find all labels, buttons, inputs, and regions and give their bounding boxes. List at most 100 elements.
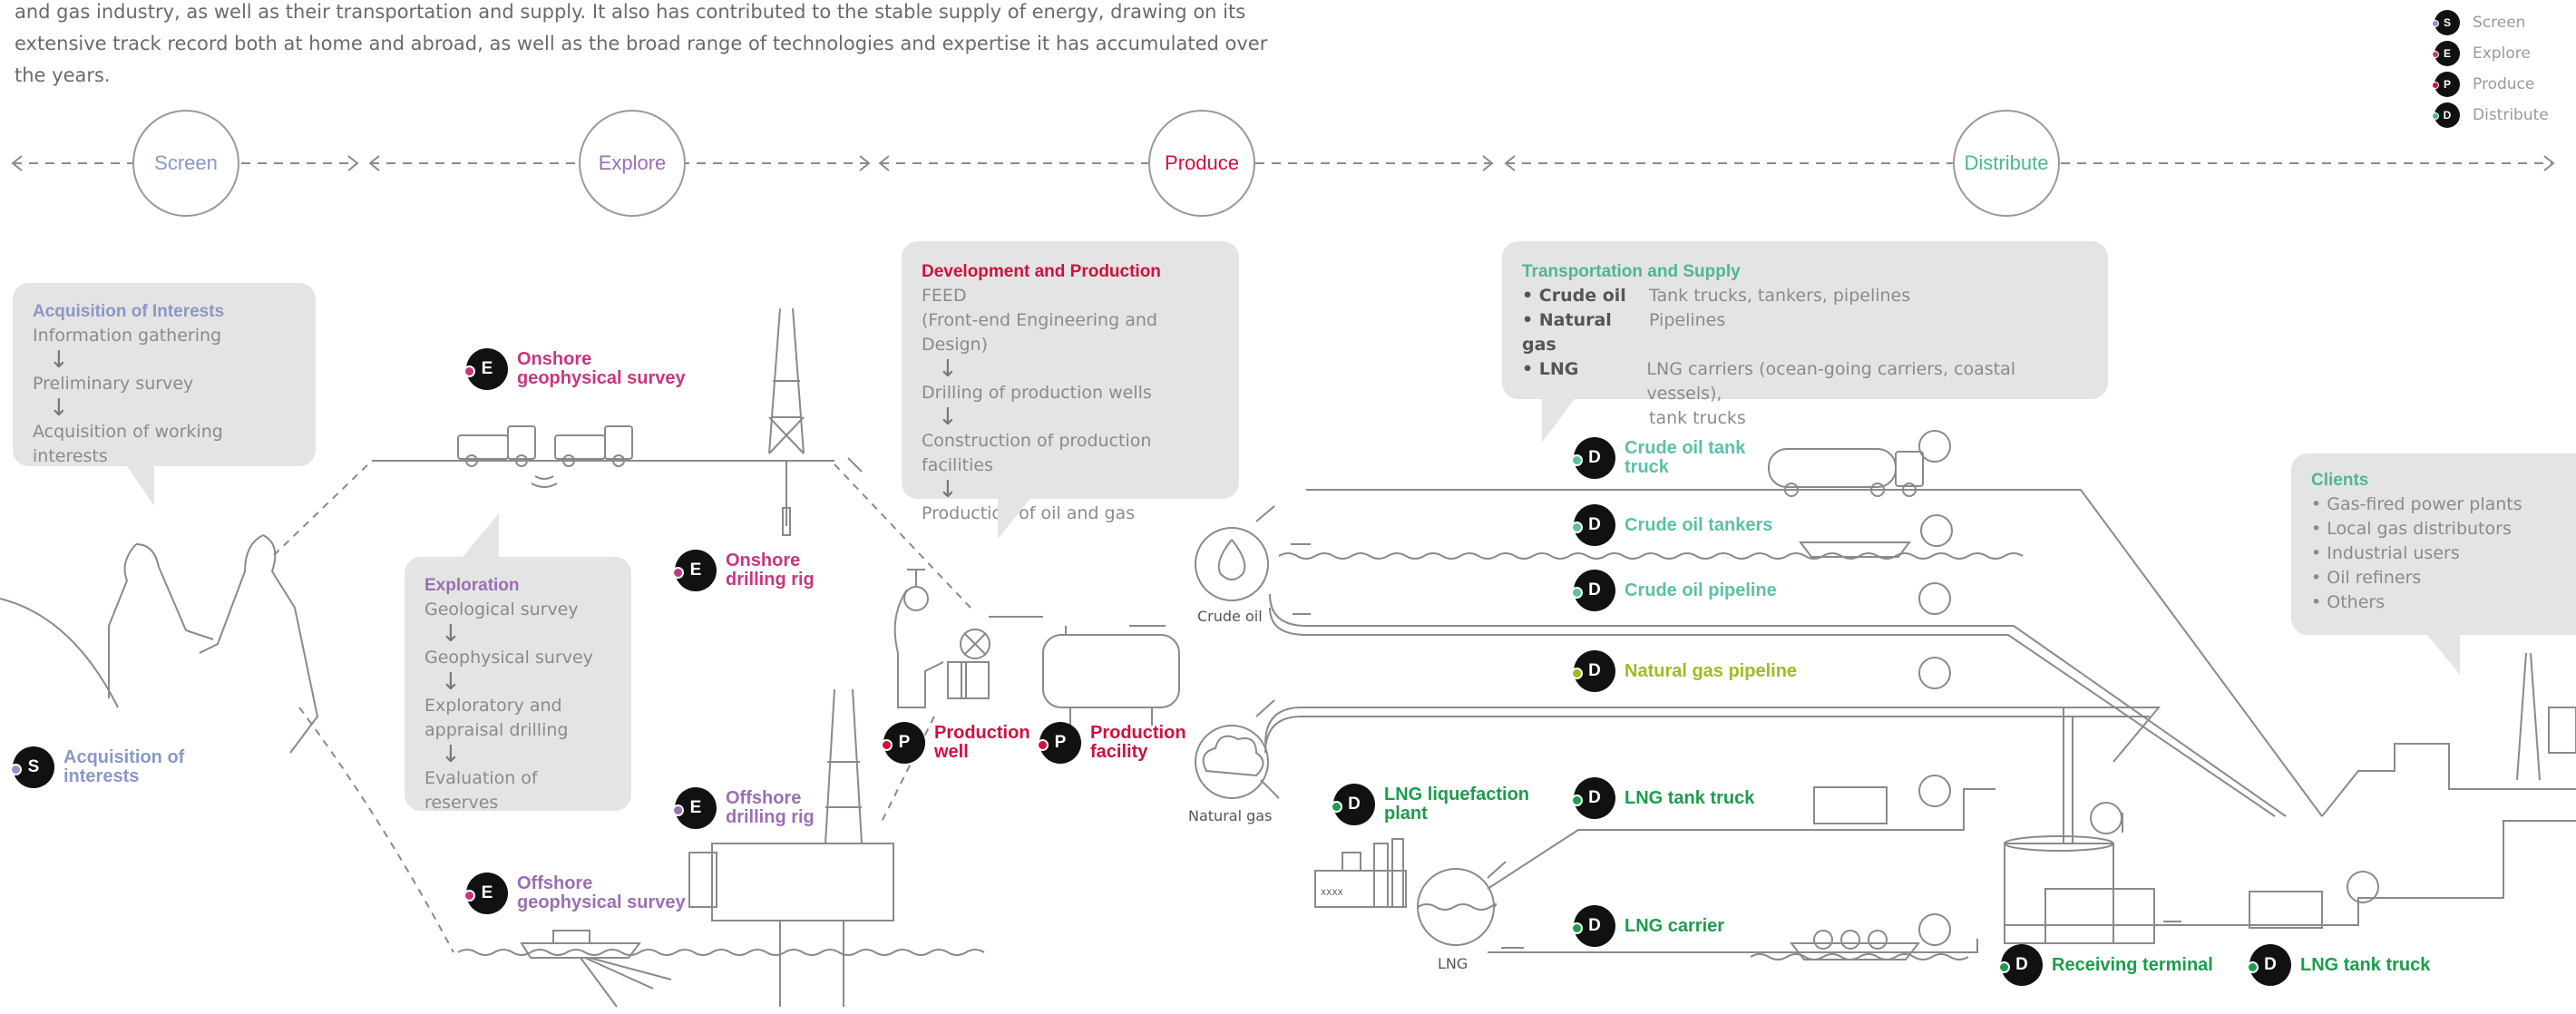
produce-badge-icon: P: [2432, 72, 2460, 97]
exploration-title: Exploration: [424, 576, 520, 595]
transport-key: • LNG: [1522, 359, 1579, 379]
label-line: Crude oil tank: [1625, 438, 1746, 458]
label-line: geophysical survey: [517, 892, 686, 912]
clients-item: • Oil refiners: [2311, 568, 2422, 588]
lng-label: LNG: [1438, 955, 1469, 972]
explore-badge-icon: E: [463, 348, 508, 390]
transport-box: Transportation and Supply • Crude oil Ta…: [1502, 241, 2108, 428]
phase-screen-label: Screen: [154, 151, 218, 174]
transport-value: LNG carriers (ocean-going carriers, coas…: [1646, 359, 2016, 404]
intro-line-2: extensive track record both at home and …: [15, 33, 1268, 54]
clients-item: • Industrial users: [2311, 543, 2460, 563]
label-crude-pipeline: D Crude oil pipeline: [1571, 570, 1777, 611]
clients-title: Clients: [2311, 471, 2369, 490]
label-line: interests: [63, 766, 140, 786]
legend-item-screen: S Screen: [2432, 7, 2549, 38]
clients-item: • Others: [2311, 592, 2386, 612]
label-line: Crude oil tankers: [1625, 514, 1773, 535]
phase-explore: Explore: [579, 110, 686, 217]
distribute-badge-icon: D: [2247, 944, 2291, 986]
bubble-tail: [2427, 635, 2460, 675]
exploration-step: appraisal drilling: [424, 720, 569, 740]
distribute-badge-icon: D: [1571, 437, 1615, 479]
label-line: well: [934, 742, 969, 762]
label-line: LNG tank truck: [1625, 787, 1755, 808]
legend-label: Distribute: [2473, 106, 2549, 124]
screen-badge-icon: S: [10, 746, 54, 788]
label-line: facility: [1090, 742, 1148, 762]
phase-distribute: Distribute: [1953, 110, 2060, 217]
distribute-badge-icon: D: [1571, 777, 1615, 819]
bubble-tail: [127, 466, 154, 506]
label-lng-carrier: D LNG carrier: [1571, 905, 1724, 947]
onshore-rig-drawing: [768, 307, 805, 536]
acquisition-title: Acquisition of Interests: [33, 302, 225, 321]
label-line: Natural gas pipeline: [1625, 660, 1798, 681]
transport-row-crude: • Crude oil Tank trucks, tankers, pipeli…: [1522, 284, 2088, 308]
development-step: FEED: [922, 286, 967, 306]
distribute-badge-icon: D: [2432, 102, 2460, 128]
label-line: truck: [1625, 457, 1669, 477]
legend-item-explore: E Explore: [2432, 38, 2549, 69]
label-line: Production: [934, 723, 1030, 743]
screen-badge-icon: S: [2432, 10, 2460, 35]
label-gas-pipeline: D Natural gas pipeline: [1571, 650, 1798, 692]
explore-badge-icon: E: [463, 873, 508, 914]
legend-label: Screen: [2473, 14, 2526, 32]
development-box: Development and Production FEED (Front-e…: [902, 241, 1239, 523]
clients-item: • Local gas distributors: [2311, 519, 2512, 539]
distribute-badge-icon: D: [1571, 504, 1615, 546]
down-arrow-icon: ↓: [441, 620, 461, 648]
bubble-tail: [1542, 399, 1575, 443]
development-step: Production of oil and gas: [922, 503, 1136, 523]
intro-line-1: and gas industry, as well as their trans…: [15, 1, 1246, 23]
produce-badge-icon: P: [881, 722, 925, 764]
distribute-badge-icon: D: [1571, 905, 1615, 947]
transport-value: Pipelines: [1649, 310, 1726, 330]
intro-line-3: the years.: [15, 64, 111, 86]
exploration-step: Geological survey: [424, 600, 579, 619]
acquisition-step: Information gathering: [33, 326, 222, 346]
legend-label: Explore: [2473, 44, 2531, 63]
acquisition-step: Acquisition of working interests: [33, 422, 223, 466]
development-step: (Front-end Engineering and Design): [922, 310, 1157, 355]
explore-badge-icon: E: [672, 787, 717, 829]
down-arrow-icon: ↓: [441, 741, 461, 768]
legend-item-distribute: D Distribute: [2432, 100, 2549, 131]
label-line: drilling rig: [726, 807, 815, 827]
transport-key: • Crude oil: [1522, 286, 1626, 306]
intro-text: and gas industry, as well as their trans…: [15, 0, 1268, 92]
label-line: plant: [1384, 804, 1428, 824]
explore-badge-icon: E: [2432, 41, 2460, 66]
transport-value: Tank trucks, tankers, pipelines: [1649, 286, 1911, 306]
label-line: LNG tank truck: [2300, 954, 2431, 975]
label-line: geophysical survey: [517, 368, 686, 388]
produce-badge-icon: P: [1037, 722, 1081, 764]
natural-gas-label: Natural gas: [1188, 807, 1273, 824]
development-title: Development and Production: [922, 262, 1161, 281]
phase-screen: Screen: [132, 110, 239, 217]
distribute-badge-icon: D: [1331, 784, 1375, 825]
label-line: LNG liquefaction: [1384, 785, 1529, 804]
acquisition-box: Acquisition of Interests Information gat…: [13, 283, 316, 466]
phase-produce-label: Produce: [1165, 151, 1239, 174]
exploration-box: Exploration Geological survey ↓ Geophysi…: [405, 557, 631, 813]
exploration-step: Evaluation of reserves: [424, 768, 538, 813]
clients-item: • Gas-fired power plants: [2311, 494, 2522, 514]
label-line: Onshore: [726, 551, 801, 570]
down-arrow-icon: ↓: [938, 404, 958, 431]
label-line: Acquisition of: [63, 747, 185, 767]
distribute-badge-icon: D: [1571, 570, 1615, 611]
down-arrow-icon: ↓: [49, 395, 69, 422]
crude-oil-label: Crude oil: [1197, 608, 1263, 625]
